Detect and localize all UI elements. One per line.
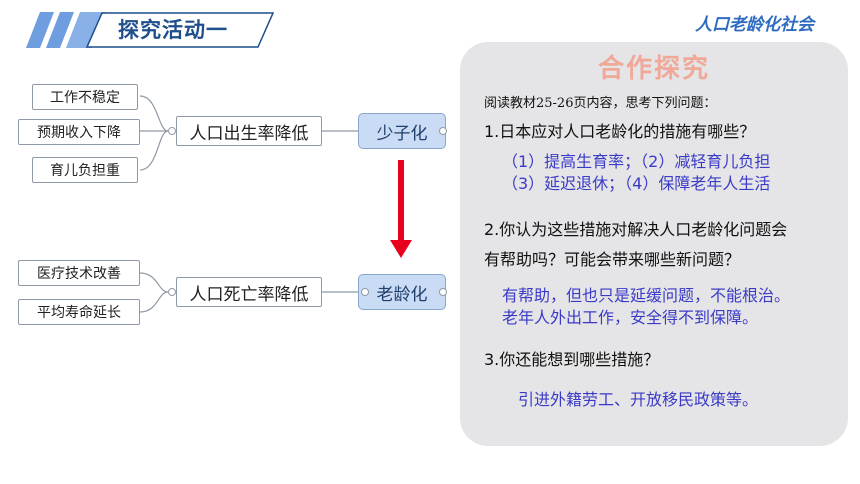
question-1: 1.日本应对人口老龄化的措施有哪些？	[484, 122, 756, 141]
page-title: 探究活动一	[118, 18, 228, 42]
death-rate-decline: 人口死亡率降低	[176, 277, 322, 307]
mindmap-connectors	[139, 95, 412, 313]
birth-rate-decline: 人口出生率降低	[176, 116, 322, 146]
cause-income-drop: 预期收入下降	[18, 119, 140, 145]
collapse-dot[interactable]	[168, 288, 176, 296]
node-low-birth[interactable]: 少子化	[358, 113, 446, 149]
node-aging[interactable]: 老龄化	[358, 274, 446, 310]
panel-intro: 阅读教材25-26页内容，思考下列问题：	[484, 96, 717, 111]
question-2-line-1: 2.你认为这些措施对解决人口老龄化问题会	[484, 220, 788, 239]
answer-1-line-1: （1）提高生育率；（2）减轻育儿负担	[502, 152, 771, 171]
topic-label: 人口老龄化社会	[695, 15, 814, 35]
cause-medical-improve: 医疗技术改善	[18, 260, 140, 286]
expand-dot[interactable]	[439, 288, 447, 296]
title-frame	[86, 12, 274, 48]
answer-3: 引进外籍劳工、开放移民政策等。	[518, 390, 759, 409]
discussion-panel: 合作探究 阅读教材25-26页内容，思考下列问题： 1.日本应对人口老龄化的措施…	[460, 42, 848, 446]
answer-2-line-1: 有帮助，但也只是延缓问题，不能根治。	[502, 286, 791, 305]
question-3: 3.你还能想到哪些措施？	[484, 350, 660, 369]
cause-unstable-work: 工作不稳定	[32, 84, 138, 110]
expand-dot[interactable]	[439, 127, 447, 135]
question-2-line-2: 有帮助吗？可能会带来哪些新问题？	[484, 250, 741, 269]
answer-2-line-2: 老年人外出工作，安全得不到保障。	[502, 308, 759, 327]
panel-title: 合作探究	[597, 54, 710, 84]
collapse-dot[interactable]	[361, 288, 369, 296]
answer-1-line-2: （3）延迟退休；（4）保障老年人生活	[502, 174, 771, 193]
banner-stripes	[26, 12, 106, 48]
cause-childcare-burden: 育儿负担重	[32, 157, 138, 183]
collapse-dot[interactable]	[168, 127, 176, 135]
cause-lifespan-extend: 平均寿命延长	[18, 299, 140, 325]
